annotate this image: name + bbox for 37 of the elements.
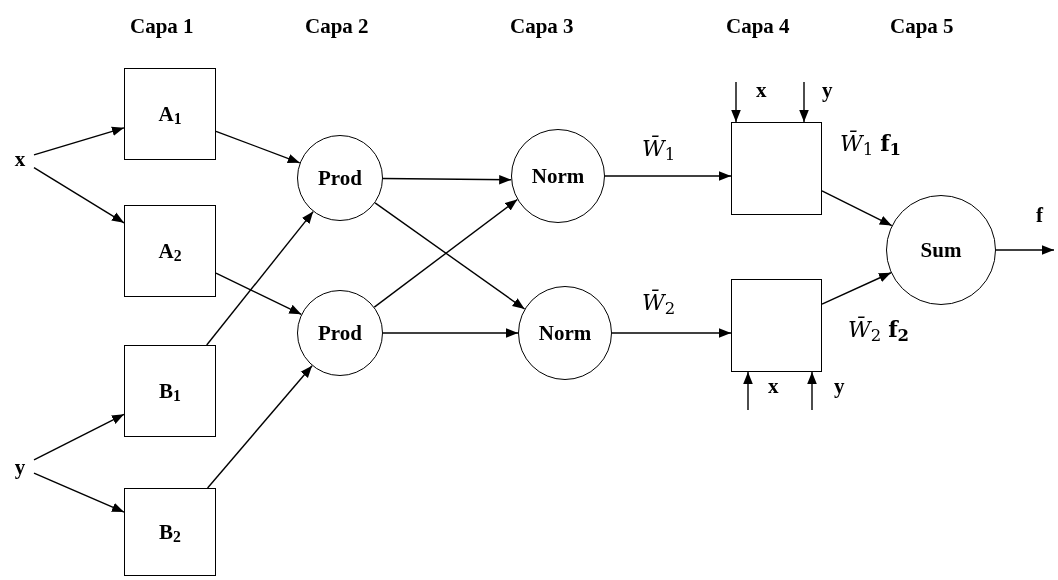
input-variable: y [8, 454, 32, 480]
arrow [995, 245, 1055, 255]
empty-box [731, 279, 822, 372]
membership-box: B$_{2}$ [124, 488, 216, 576]
layer-heading: Capa 4 [726, 16, 790, 37]
membership-box: A$_{2}$ [124, 205, 216, 297]
input-label: y [822, 80, 833, 101]
layer-heading: Capa 3 [510, 16, 574, 37]
input-variable: x [8, 146, 32, 172]
membership-box: B$_{1}$ [124, 345, 216, 437]
arrow [33, 166, 125, 224]
arrow [821, 272, 892, 305]
arrow [731, 81, 741, 123]
arrow [206, 365, 313, 489]
arrow [33, 413, 125, 461]
arrow [215, 130, 301, 164]
layer-heading: Capa 1 [130, 16, 194, 37]
input-label: y [834, 376, 845, 397]
arrow [611, 328, 732, 338]
arrow [33, 126, 125, 156]
input-label: x [756, 80, 767, 101]
arrow [206, 210, 314, 346]
arrow [382, 174, 512, 185]
arrow [215, 272, 302, 315]
arrow [33, 472, 125, 513]
arrow [604, 171, 732, 181]
membership-box: A$_{1}$ [124, 68, 216, 160]
arrow [807, 371, 817, 411]
arrow [743, 371, 753, 411]
layer-heading: Capa 2 [305, 16, 369, 37]
arrow [382, 328, 519, 338]
empty-box [731, 122, 822, 215]
arrow [821, 190, 893, 227]
layer-heading: Capa 5 [890, 16, 954, 37]
arrow [799, 81, 809, 123]
input-label: x [768, 376, 779, 397]
input-label: f [1036, 205, 1043, 226]
